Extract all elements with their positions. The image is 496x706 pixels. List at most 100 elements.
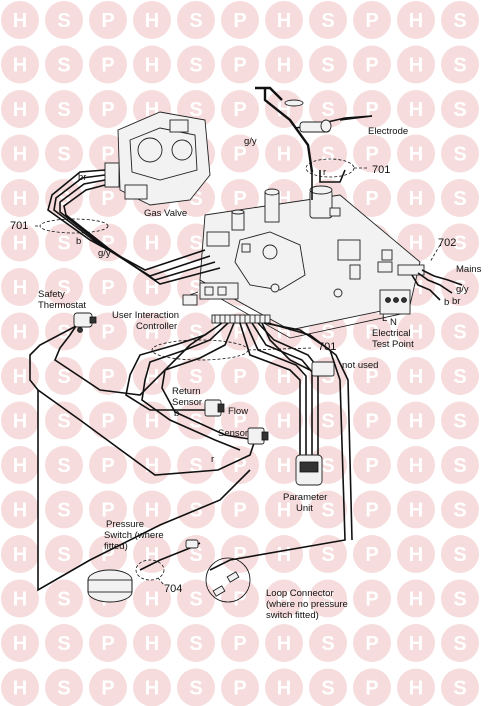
watermark-circle — [265, 45, 303, 84]
watermark-circle — [133, 401, 171, 440]
watermark-circle — [89, 179, 127, 217]
watermark-circle — [133, 579, 171, 618]
watermark-letter: S — [321, 55, 334, 77]
watermark-circle — [309, 134, 347, 173]
label-r-top: r — [323, 167, 326, 178]
watermark-letter: H — [13, 678, 27, 700]
watermark-circle — [353, 624, 391, 662]
label-l: L — [382, 313, 387, 324]
watermark-letter: S — [189, 277, 202, 299]
watermark-circle — [265, 134, 303, 173]
label-uic-1: User Interaction — [112, 310, 179, 321]
watermark-circle — [397, 312, 435, 351]
watermark-letter: H — [13, 233, 27, 255]
watermark-circle — [1, 401, 39, 440]
watermark-circle — [133, 357, 171, 395]
watermark-letter: H — [13, 99, 27, 121]
watermark-letter: H — [13, 544, 27, 566]
watermark-circle — [45, 579, 83, 618]
watermark-letter: H — [409, 411, 423, 433]
watermark-circle — [45, 134, 83, 173]
watermark-letter: H — [13, 411, 27, 433]
uic-connector — [182, 291, 199, 306]
watermark-letter: H — [145, 411, 159, 433]
watermark-letter: P — [365, 500, 378, 522]
watermark-circle — [353, 134, 391, 173]
watermark-letter: P — [233, 544, 246, 566]
flow-sensor — [247, 427, 269, 445]
watermark-letter: P — [365, 10, 378, 32]
watermark-circle — [309, 668, 347, 706]
watermark-letter: S — [189, 233, 202, 255]
watermark-circle — [221, 45, 259, 84]
parameter-unit — [295, 454, 323, 486]
watermark-circle — [89, 223, 127, 262]
watermark-letter: H — [409, 144, 423, 166]
watermark-circle — [397, 668, 435, 706]
watermark-circle — [353, 535, 391, 573]
watermark-letter: S — [453, 144, 466, 166]
watermark-letter: H — [277, 500, 291, 522]
watermark-circle — [441, 134, 479, 173]
label-uic-2: Controller — [136, 321, 177, 332]
watermark-letter: P — [233, 10, 246, 32]
watermark-letter: S — [57, 277, 70, 299]
labels: Gas Valve Electrode g/y br b g/y r 701 7… — [10, 126, 482, 621]
watermark-letter: H — [277, 544, 291, 566]
label-gas-valve: Gas Valve — [144, 208, 187, 219]
watermark-circle — [441, 490, 479, 529]
watermark-letter: H — [409, 633, 423, 655]
watermark-letter: P — [233, 55, 246, 77]
watermark-circle — [1, 179, 39, 217]
watermark-circle — [397, 624, 435, 662]
watermark-circle — [441, 624, 479, 662]
label-n: N — [390, 317, 397, 328]
return-sensor — [204, 399, 225, 417]
watermark-circle — [89, 490, 127, 529]
watermark-circle — [133, 535, 171, 573]
watermark-letter: S — [453, 188, 466, 210]
watermark-circle — [309, 1, 347, 39]
watermark-circle — [89, 312, 127, 351]
watermark-circle — [1, 134, 39, 173]
watermark-letter: H — [13, 589, 27, 611]
watermark-circle — [133, 223, 171, 262]
watermark-letter: H — [277, 55, 291, 77]
watermark-circle — [177, 357, 215, 395]
watermark-circle — [221, 357, 259, 395]
watermark-letter: H — [145, 633, 159, 655]
watermark-letter: P — [101, 633, 114, 655]
watermark-circle — [89, 1, 127, 39]
watermark-letter: S — [453, 633, 466, 655]
watermark-letter: H — [409, 678, 423, 700]
watermark-letter: P — [365, 544, 378, 566]
watermark-circle — [397, 45, 435, 84]
watermark-circle — [177, 668, 215, 706]
watermark-letter: P — [365, 99, 378, 121]
watermark-letter: S — [57, 366, 70, 388]
watermark-letter: P — [101, 10, 114, 32]
watermark-circle — [441, 446, 479, 484]
watermark-letter: S — [321, 99, 334, 121]
watermark-letter: S — [453, 366, 466, 388]
watermark-circle — [89, 357, 127, 395]
watermark-circle — [45, 624, 83, 662]
watermark-letter: H — [409, 322, 423, 344]
watermark-letter: S — [321, 678, 334, 700]
watermark-letter: P — [365, 455, 378, 477]
watermark-circle — [1, 268, 39, 306]
watermark-letter: H — [409, 55, 423, 77]
watermark-letter: H — [13, 188, 27, 210]
watermark-circle — [1, 45, 39, 84]
watermark-circle — [133, 668, 171, 706]
watermark-circle — [397, 1, 435, 39]
watermark-circle — [441, 1, 479, 39]
label-pressure-3: fitted) — [104, 541, 128, 552]
label-br-right: br — [452, 296, 460, 307]
watermark-letter: H — [145, 500, 159, 522]
label-electrode: Electrode — [368, 126, 408, 137]
watermark-letter: S — [453, 455, 466, 477]
watermark-circle — [441, 668, 479, 706]
watermark-letter: H — [409, 455, 423, 477]
watermark-circle — [45, 401, 83, 440]
